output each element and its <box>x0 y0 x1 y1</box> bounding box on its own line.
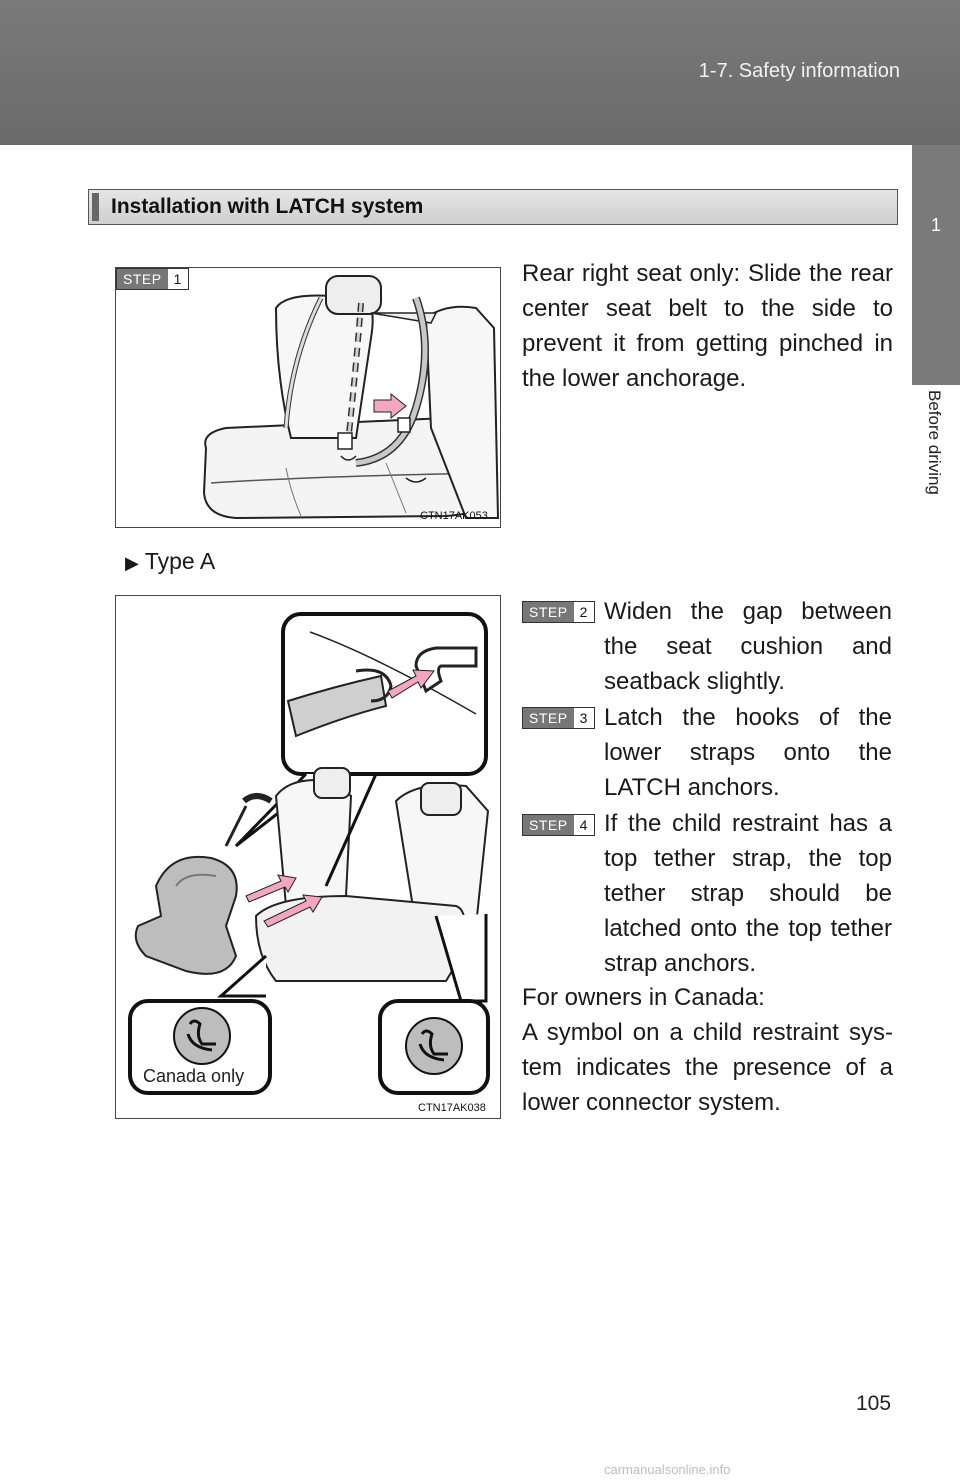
figure-step1: STEP 1 CTN17AK053 <box>115 267 501 528</box>
figure-code: CTN17AK038 <box>418 1102 486 1114</box>
step2-text: Widen the gap between the seat cushion a… <box>604 598 892 695</box>
step-word: STEP <box>523 708 574 728</box>
step-badge-2: STEP 2 <box>522 601 595 623</box>
step-word: STEP <box>117 269 168 289</box>
step1-text: Rear right seat only: Slide the rear cen… <box>522 260 893 392</box>
lower-connector-symbol-left <box>173 1007 231 1065</box>
chapter-number: 1 <box>930 215 941 235</box>
section-title: 1-7. Safety information <box>698 60 900 82</box>
step-number: 1 <box>173 271 182 287</box>
chapter-label-box: Before driving <box>912 390 960 540</box>
canada-text: A symbol on a child restraint sys-tem in… <box>522 1019 893 1116</box>
step-number: 3 <box>579 710 588 726</box>
type-label: ▶Type A <box>125 548 215 575</box>
step3-text: Latch the hooks of the lower straps onto… <box>604 704 892 801</box>
canada-heading: For owners in Canada: <box>522 984 765 1011</box>
step-number: 4 <box>579 817 588 833</box>
page-header: 1-7. Safety information <box>0 0 960 145</box>
step-word: STEP <box>523 815 574 835</box>
page-number: 105 <box>856 1392 892 1415</box>
heading-marker <box>92 193 99 221</box>
step4-text: If the child restraint has a top tether … <box>604 810 892 977</box>
heading-text: Installation with LATCH system <box>111 195 424 218</box>
step-badge-4: STEP 4 <box>522 814 595 836</box>
latch-installation-illustration <box>128 612 490 1095</box>
step-badge-3: STEP 3 <box>522 707 595 729</box>
figure-latch: Canada only CTN17AK038 <box>115 595 501 1119</box>
chapter-label: Before driving <box>925 390 944 495</box>
type-label-text: Type A <box>144 548 216 574</box>
chapter-tab: 1 <box>912 145 960 385</box>
step-number: 2 <box>579 604 588 620</box>
rear-seat-illustration <box>202 275 500 520</box>
figure-code: CTN17AK053 <box>420 510 488 522</box>
section-heading: Installation with LATCH system <box>88 189 898 225</box>
watermark: carmanualsonline.info <box>604 1462 731 1477</box>
step-word: STEP <box>523 602 574 622</box>
step-badge-1: STEP 1 <box>116 268 189 290</box>
lower-connector-symbol-right <box>405 1017 463 1075</box>
canada-only-label: Canada only <box>143 1066 245 1086</box>
triangle-icon: ▶ <box>125 553 139 573</box>
